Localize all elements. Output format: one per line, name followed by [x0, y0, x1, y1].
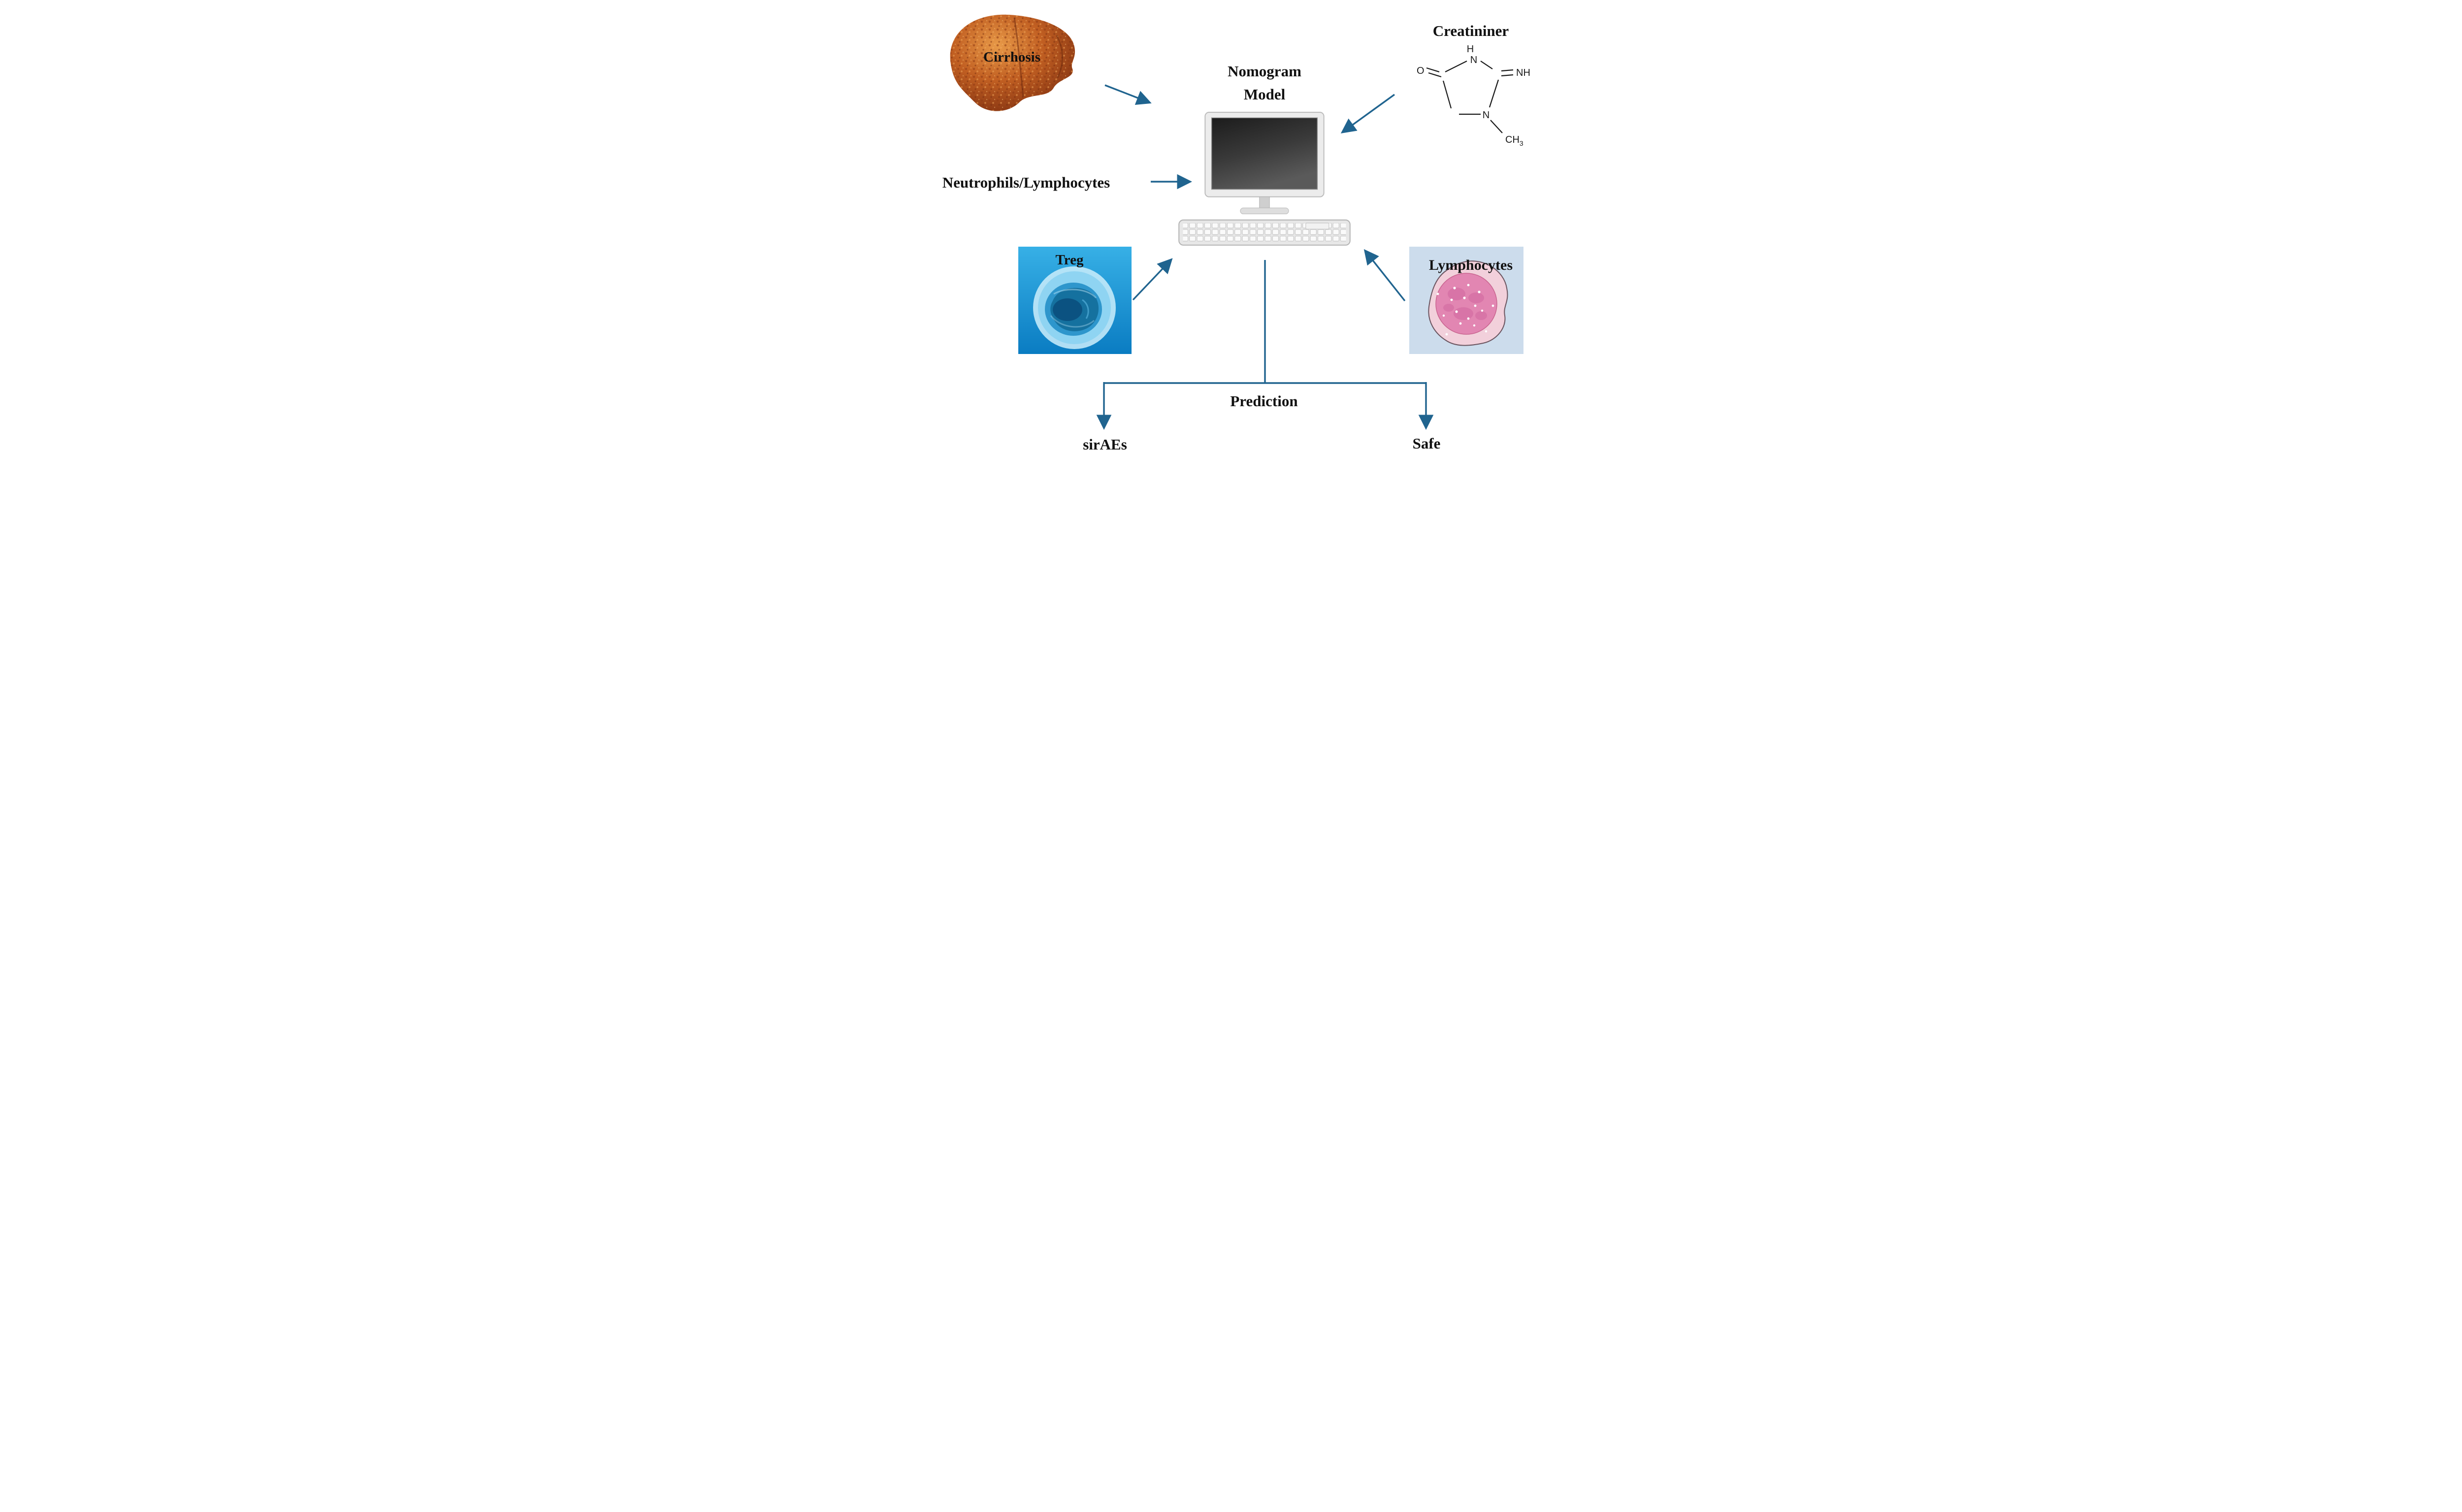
monitor-screen [1211, 117, 1318, 190]
monitor [1204, 112, 1325, 215]
creatinine-structure: O H N NH N CH3 [1417, 44, 1530, 147]
treg-image [1018, 247, 1132, 354]
arrow-treg-to-model [1132, 258, 1173, 301]
neutrophils-lymphocytes-label: Neutrophils/Lymphocytes [942, 174, 1110, 191]
monitor-base [1240, 207, 1289, 215]
atom-oxygen: O [1417, 65, 1425, 76]
arrow-cirrhosis-to-model [1104, 84, 1152, 105]
diagram-canvas: O H N NH N CH3 [853, 0, 1609, 454]
nomogram-model-label: Nomogram Model [1199, 60, 1329, 106]
atom-nh-right: NH [1516, 67, 1530, 78]
liver-shape [950, 14, 1075, 111]
treg-cell [1033, 266, 1116, 349]
nomogram-line1: Nomogram [1228, 63, 1301, 80]
ch3-main: CH [1505, 134, 1520, 145]
atom-n-top: N [1470, 55, 1477, 65]
liver-illustration [950, 14, 1075, 111]
atom-ch3: CH3 [1505, 134, 1523, 147]
safe-label: Safe [1412, 435, 1441, 452]
siraes-label: sirAEs [1083, 436, 1127, 453]
prediction-label: Prediction [1230, 392, 1298, 410]
keyboard [1178, 219, 1351, 246]
atom-h-top: H [1467, 44, 1474, 55]
treg-label: Treg [1055, 252, 1084, 268]
monitor-stand [1259, 196, 1270, 208]
lymphocyte-granules [1436, 284, 1494, 336]
chem-bonds [1426, 61, 1514, 133]
arrow-lymphocytes-to-model [1363, 249, 1406, 302]
chem-atom-labels: O H N NH N CH3 [1417, 44, 1530, 147]
lymphocytes-label: Lymphocytes [1428, 257, 1513, 273]
lymphocyte-cell [1428, 260, 1508, 346]
ch3-sub: 3 [1520, 139, 1523, 147]
creatinine-label: Creatininer [1432, 22, 1509, 39]
lymphocyte-image [1409, 247, 1523, 354]
atom-n-ring: N [1483, 110, 1490, 121]
cirrhosis-label: Cirrhosis [983, 49, 1040, 65]
computer-illustration [1178, 112, 1351, 246]
nomogram-line2: Model [1243, 85, 1286, 103]
